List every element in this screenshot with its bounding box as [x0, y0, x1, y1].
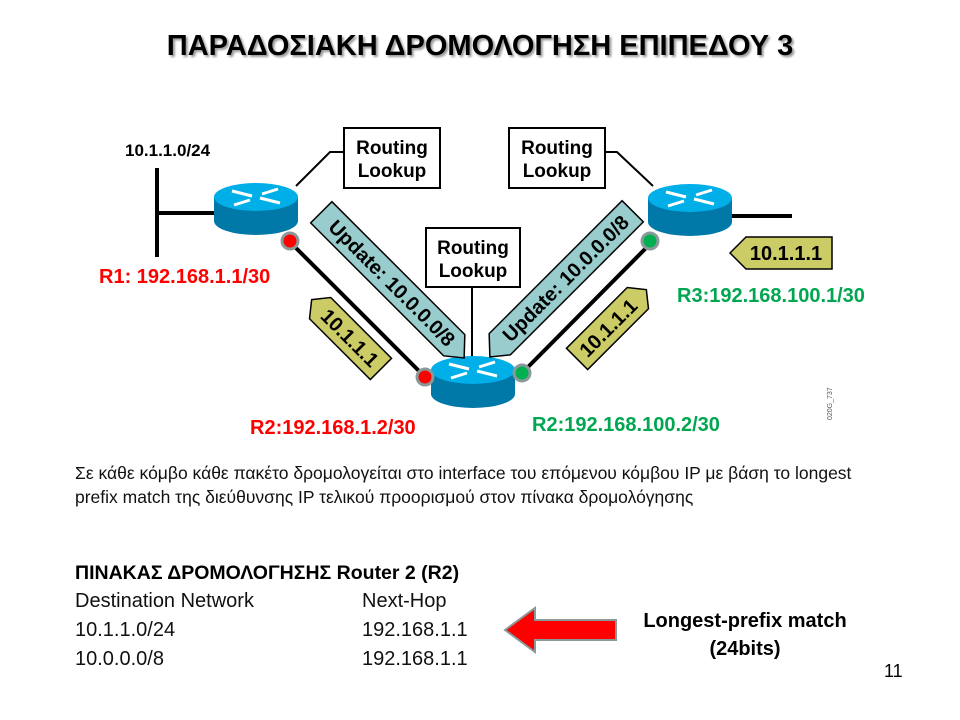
- network-label: 10.1.1.0/24: [125, 141, 211, 160]
- router-r3-icon: [646, 182, 734, 238]
- link-r2-r3: [524, 244, 650, 371]
- table-row-2-destination: 10.0.0.0/8: [75, 648, 164, 670]
- link-r1-r2: [292, 244, 422, 374]
- interface-dot-r3: [640, 231, 660, 251]
- r2-left-interface-label: R2:192.168.1.2/30: [250, 417, 416, 439]
- routing-lookup-r3: Routing Lookup: [508, 127, 654, 189]
- column-header-next-hop: Next-Hop: [362, 590, 447, 612]
- router-r1-icon: [212, 181, 300, 237]
- routing-lookup-r2: Routing Lookup: [425, 227, 521, 358]
- figure-watermark: 020G_737: [827, 387, 834, 420]
- svg-text:Routing: Routing: [356, 138, 428, 159]
- callout-line-1: Longest-prefix match: [643, 610, 847, 632]
- slide-title: ΠΑΡΑΔΟΣΙΑΚΗ ΔΡΟΜΟΛΟΓΗΣΗ ΕΠΙΠΕΔΟΥ 3: [166, 30, 794, 62]
- routing-table-heading: ΠΙΝΑΚΑΣ ΔΡΟΜΟΛΟΓΗΣΗΣ Router 2 (R2): [75, 562, 460, 584]
- router-r2-icon: [429, 354, 517, 410]
- interface-dot-r1: [280, 231, 300, 251]
- column-header-destination: Destination Network: [75, 590, 254, 612]
- r2-right-interface-label: R2:192.168.100.2/30: [532, 414, 720, 436]
- longest-prefix-callout: Longest-prefix match (24bits): [615, 607, 875, 663]
- table-row-1-next-hop: 192.168.1.1: [362, 619, 468, 641]
- routing-lookup-r1: Routing Lookup: [295, 127, 441, 189]
- r1-interface-label: R1: 192.168.1.1/30: [99, 266, 270, 288]
- interface-dot-r2-right: [512, 363, 532, 383]
- lan-segment: [155, 168, 792, 257]
- packet-tag-left: 10.1.1.1: [308, 296, 393, 381]
- svg-text:Routing: Routing: [437, 238, 509, 259]
- svg-text:Lookup: Lookup: [358, 161, 427, 182]
- svg-text:Routing: Routing: [521, 138, 593, 159]
- svg-text:10.1.1.1: 10.1.1.1: [750, 243, 822, 265]
- table-row-1-destination: 10.1.1.0/24: [75, 619, 176, 641]
- callout-line-2: (24bits): [709, 638, 781, 660]
- interface-dot-r2-left: [415, 367, 435, 387]
- red-arrow-icon: [503, 606, 617, 654]
- packet-tag-right: 10.1.1.1: [565, 286, 650, 371]
- packet-tag-r3: 10.1.1.1: [728, 236, 833, 270]
- description-text: Σε κάθε κόμβο κάθε πακέτο δρομολογείται …: [75, 463, 852, 507]
- svg-text:Lookup: Lookup: [523, 161, 592, 182]
- svg-text:Lookup: Lookup: [439, 261, 508, 282]
- r3-interface-label: R3:192.168.100.1/30: [677, 285, 865, 307]
- table-row-2-next-hop: 192.168.1.1: [362, 648, 468, 670]
- page-number: 11: [884, 661, 903, 681]
